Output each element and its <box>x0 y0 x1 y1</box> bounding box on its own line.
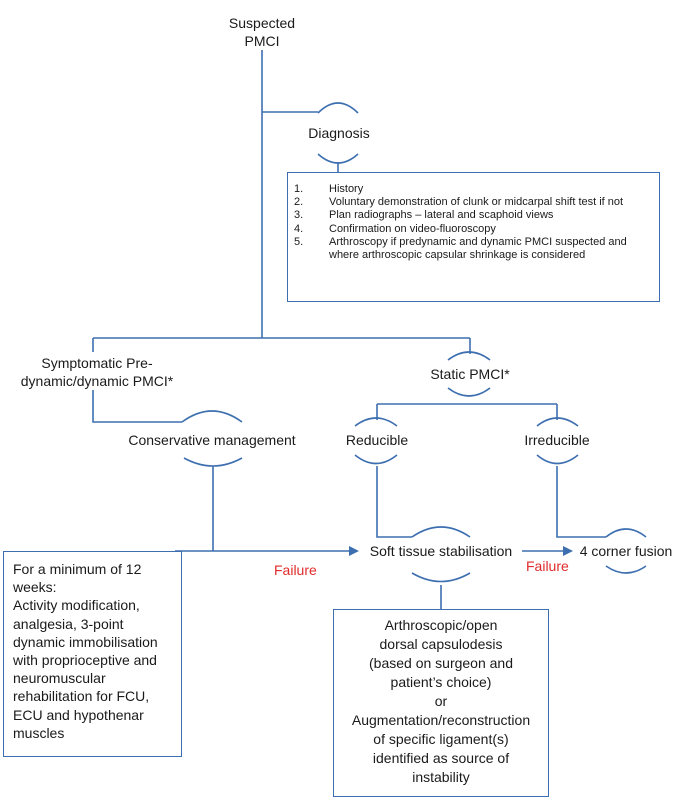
diagnosis-step-text: Plan radiographs – lateral and scaphoid … <box>329 209 554 222</box>
node-soft-tissue-stabilisation: Soft tissue stabilisation <box>369 543 513 559</box>
diagnosis-steps-list: 1. History 2. Voluntary demonstration of cl… <box>288 183 651 262</box>
diagnosis-step-number: 1. <box>294 183 304 195</box>
arrowhead-conservative <box>349 546 359 556</box>
diagnosis-step-number: 5. <box>294 235 304 248</box>
diagnosis-step: 4. Confirmation on video-fluoroscopy <box>288 223 651 236</box>
surgery-options-box: Arthroscopic/open dorsal capsulodesis (b… <box>333 609 549 797</box>
diagnosis-step: 1. History <box>288 183 651 196</box>
diagnosis-step-number: 4. <box>294 222 304 235</box>
bracket-soft-tissue-top <box>411 526 471 538</box>
conservative-details-text: For a minimum of 12 weeks: Activity modi… <box>13 561 158 741</box>
bracket-fusion-bottom <box>605 565 647 574</box>
bracket-static-bottom <box>447 387 491 397</box>
diagnosis-step-text: History <box>329 183 364 195</box>
diagnosis-step-text: Voluntary demonstration of clunk or midc… <box>329 196 624 209</box>
diagnosis-steps-box: 1. History 2. Voluntary demonstration of cl… <box>287 172 660 302</box>
node-four-corner-fusion: 4 corner fusion <box>579 543 673 559</box>
diagnosis-step: 3. Plan radiographs – lateral and scaphoi… <box>288 209 651 222</box>
connector-reducible-down <box>376 466 412 538</box>
diagnosis-step: 2. Voluntary demonstration of clunk or mi… <box>288 196 651 209</box>
failure-label-conservative: Failure <box>274 562 317 578</box>
connector-symptomatic-down <box>92 390 182 423</box>
conservative-details-box: For a minimum of 12 weeks: Activity modi… <box>3 551 182 757</box>
bracket-conservative-top <box>181 410 243 423</box>
node-suspected-pmci: Suspected PMCI <box>228 15 296 49</box>
node-irreducible: Irreducible <box>524 432 590 448</box>
bracket-soft-tissue-bottom <box>411 572 471 583</box>
node-static-pmci: Static PMCI* <box>430 366 510 382</box>
arrowhead-soft-tissue <box>563 546 573 556</box>
diagnosis-step-number: 3. <box>294 209 304 222</box>
bracket-irreducible-top <box>536 417 579 427</box>
diagnosis-step: 5. Arthroscopy if predynamic and dynamic … <box>288 236 651 262</box>
node-conservative-management: Conservative management <box>128 432 296 448</box>
node-diagnosis: Diagnosis <box>308 125 370 141</box>
node-reducible: Reducible <box>345 432 409 448</box>
bracket-static-top <box>447 351 491 361</box>
diagnosis-step-text: Confirmation on video-fluoroscopy <box>329 222 496 235</box>
bracket-diagnosis-bottom <box>317 153 359 164</box>
bracket-reducible-top <box>354 417 398 427</box>
bracket-fusion-top <box>605 528 647 538</box>
diagnosis-step-number: 2. <box>294 196 304 209</box>
bracket-irreducible-bottom <box>536 454 579 465</box>
surgery-options-text: Arthroscopic/open dorsal capsulodesis (b… <box>351 617 531 785</box>
bracket-reducible-bottom <box>354 454 398 465</box>
node-symptomatic: Symptomatic Pre- dynamic/dynamic PMCI* <box>20 355 174 389</box>
diagnosis-step-text: Arthroscopy if predynamic and dynamic PM… <box>329 235 627 262</box>
connector-irreducible-down <box>556 466 606 538</box>
bracket-conservative-bottom <box>183 457 243 467</box>
bracket-diagnosis-top <box>317 102 359 114</box>
failure-label-soft-tissue: Failure <box>526 558 569 574</box>
